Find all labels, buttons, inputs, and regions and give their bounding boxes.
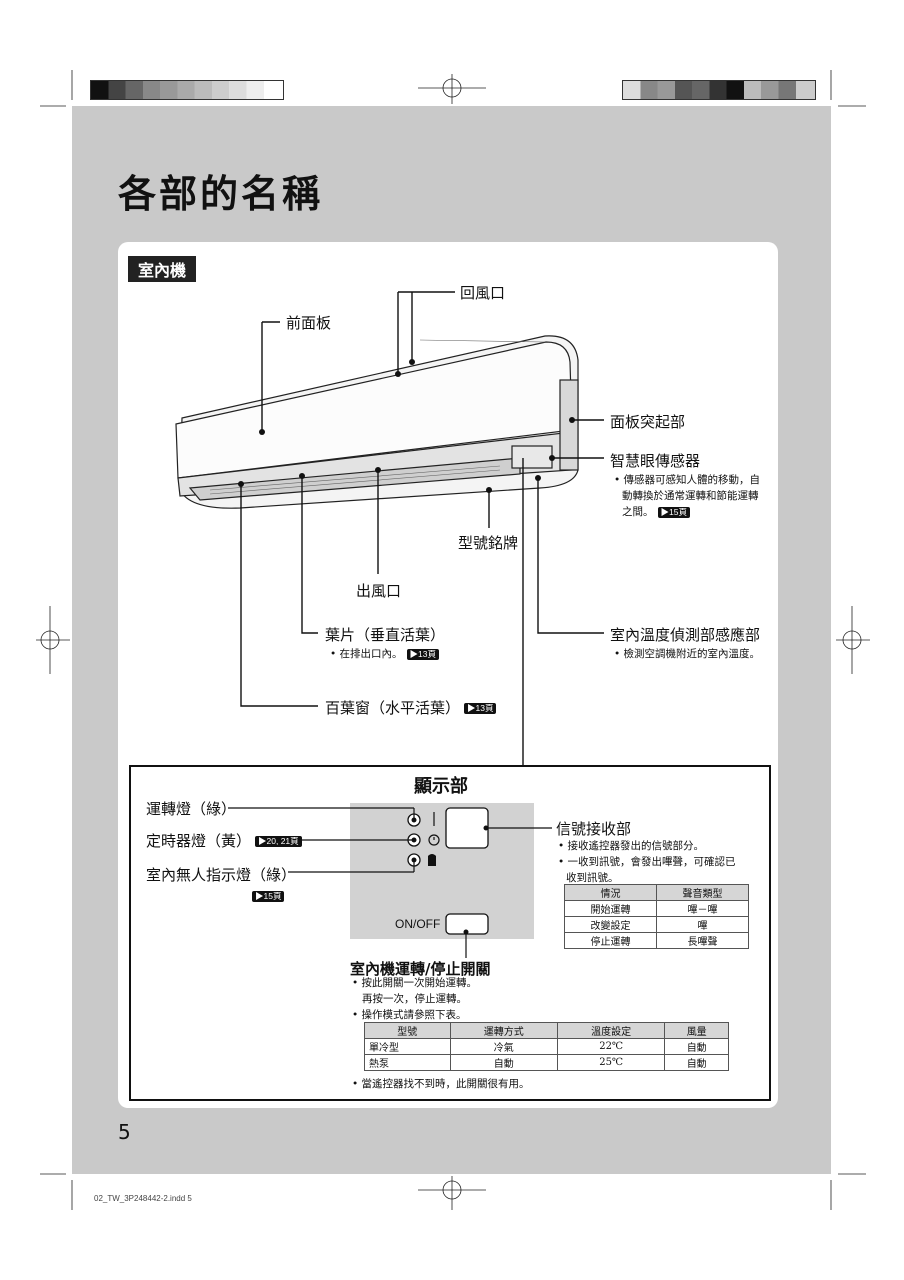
table-cell: 熱泵 [364,1054,451,1071]
onoff-button[interactable] [446,914,488,934]
table-row: 開始運轉 嗶－嗶 [564,900,749,917]
air-outlet-label: 出風口 [356,582,402,600]
table-header-cell: 聲音類型 [656,884,749,901]
table-row: 熱泵 自動 25℃ 自動 [364,1054,729,1071]
flaps-label: 葉片（垂直活葉） [325,626,446,644]
note-line: • 傳感器可感知人體的移動，自 [614,474,761,486]
display-panel [350,803,534,939]
table-cell: 單冷型 [364,1038,451,1055]
front-panel-label: 前面板 [286,314,332,332]
table-row: 單冷型 冷氣 22℃ 自動 [364,1038,729,1055]
note-line: 再按一次，停止運轉。 [362,993,467,1005]
note-line: • 一收到訊號，會發出嗶聲，可確認已 [558,856,736,868]
table-cell: 開始運轉 [564,900,657,917]
note-line: • 按此開關一次開始運轉。 [352,977,478,989]
table-header-cell: 情況 [564,884,657,901]
table-cell: 冷氣 [449,1038,558,1055]
operation-lamp-label: 運轉燈（綠） [146,800,237,818]
mode-table: 型號 運轉方式 溫度設定 風量 單冷型 冷氣 22℃ 自動 熱泵 自動 25℃ … [364,1022,729,1071]
table-header-cell: 運轉方式 [449,1022,558,1039]
section-tag: 室內機 [128,256,197,282]
table-row: 改變設定 嗶 [564,916,749,933]
onoff-switch-label: 室內機運轉/停止開關 [350,960,491,978]
absence-ref: ▶15頁 [248,886,285,905]
page-ref-badge: ▶20, 21頁 [255,836,302,847]
color-bar-right [622,80,816,100]
note-line: • 操作模式請參照下表。 [352,1009,467,1021]
note-text: 之間。 [622,506,654,518]
room-temp-sensor-note: • 檢測空調機附近的室內溫度。 [614,648,761,660]
note-line: 動轉換於通常運轉和節能運轉 [622,490,759,502]
room-temp-sensor-label: 室內溫度偵測部感應部 [610,626,761,644]
onoff-switch-notes: • 按此開關一次開始運轉。 再按一次，停止運轉。 • 操作模式請參照下表。 [352,975,477,1023]
note-line: 收到訊號。 [566,872,619,884]
page-ref-badge: ▶15頁 [657,506,690,518]
page-ref-badge: ▶15頁 [252,891,285,902]
person-icon [428,854,436,866]
table-cell: 22℃ [556,1038,666,1055]
page-ref-badge: ▶13頁 [406,648,439,660]
table-cell: 停止運轉 [564,932,657,949]
note-line: • 接收遙控器發出的信號部分。 [558,840,705,852]
table-cell: 25℃ [556,1054,666,1071]
timer-lamp-text: 定時器燈（黃） [146,832,252,850]
table-cell: 長嗶聲 [656,932,749,949]
signal-receiver-label: 信號接收部 [556,820,632,838]
footer-file-info: 02_TW_3P248442-2.indd 5 [94,1194,192,1203]
table-cell: 自動 [449,1054,558,1071]
flaps-note: • 在排出口內。▶13頁 [330,646,439,662]
page-ref-badge: ▶13頁 [464,703,497,714]
onoff-footer-note: • 當遙控器找不到時，此開關很有用。 [352,1078,530,1090]
model-plate-label: 型號銘牌 [458,534,519,552]
louvers-label: 百葉窗（水平活葉）▶13頁 [325,697,497,718]
table-cell: 自動 [664,1038,729,1055]
table-header-cell: 溫度設定 [556,1022,666,1039]
table-cell: 改變設定 [564,916,657,933]
sound-table: 情況 聲音類型 開始運轉 嗶－嗶 改變設定 嗶 停止運轉 長嗶聲 [564,884,749,949]
page-title: 各部的名稱 [118,172,324,216]
signal-receiver-notes: • 接收遙控器發出的信號部分。 • 一收到訊號，會發出嗶聲，可確認已 收到訊號。 [558,838,736,886]
page-number: 5 [118,1120,131,1144]
table-header-row: 情況 聲音類型 [564,884,749,901]
intelligent-eye-label: 智慧眼傳感器 [610,452,701,470]
color-bar-left [90,80,284,100]
intelligent-eye-notes: • 傳感器可感知人體的移動，自 動轉換於通常運轉和節能運轉 之間。▶15頁 [614,472,760,520]
timer-lamp-label: 定時器燈（黃）▶20, 21頁 [146,830,302,851]
note-line: 之間。▶15頁 [614,504,760,520]
absence-lamp-label: 室內無人指示燈（綠） [146,866,297,884]
table-header-cell: 風量 [664,1022,729,1039]
table-header-cell: 型號 [364,1022,451,1039]
table-row: 停止運轉 長嗶聲 [564,932,749,949]
table-cell: 嗶－嗶 [656,900,749,917]
table-cell: 嗶 [656,916,749,933]
table-header-row: 型號 運轉方式 溫度設定 風量 [364,1022,729,1039]
note-text: • 在排出口內。 [330,648,403,660]
onoff-text: ON/OFF [395,917,441,931]
table-cell: 自動 [664,1054,729,1071]
louvers-text: 百葉窗（水平活葉） [325,699,461,717]
return-air-label: 回風口 [460,284,506,302]
panel-protrusion-label: 面板突起部 [610,413,686,431]
display-title: 顯示部 [414,776,468,797]
